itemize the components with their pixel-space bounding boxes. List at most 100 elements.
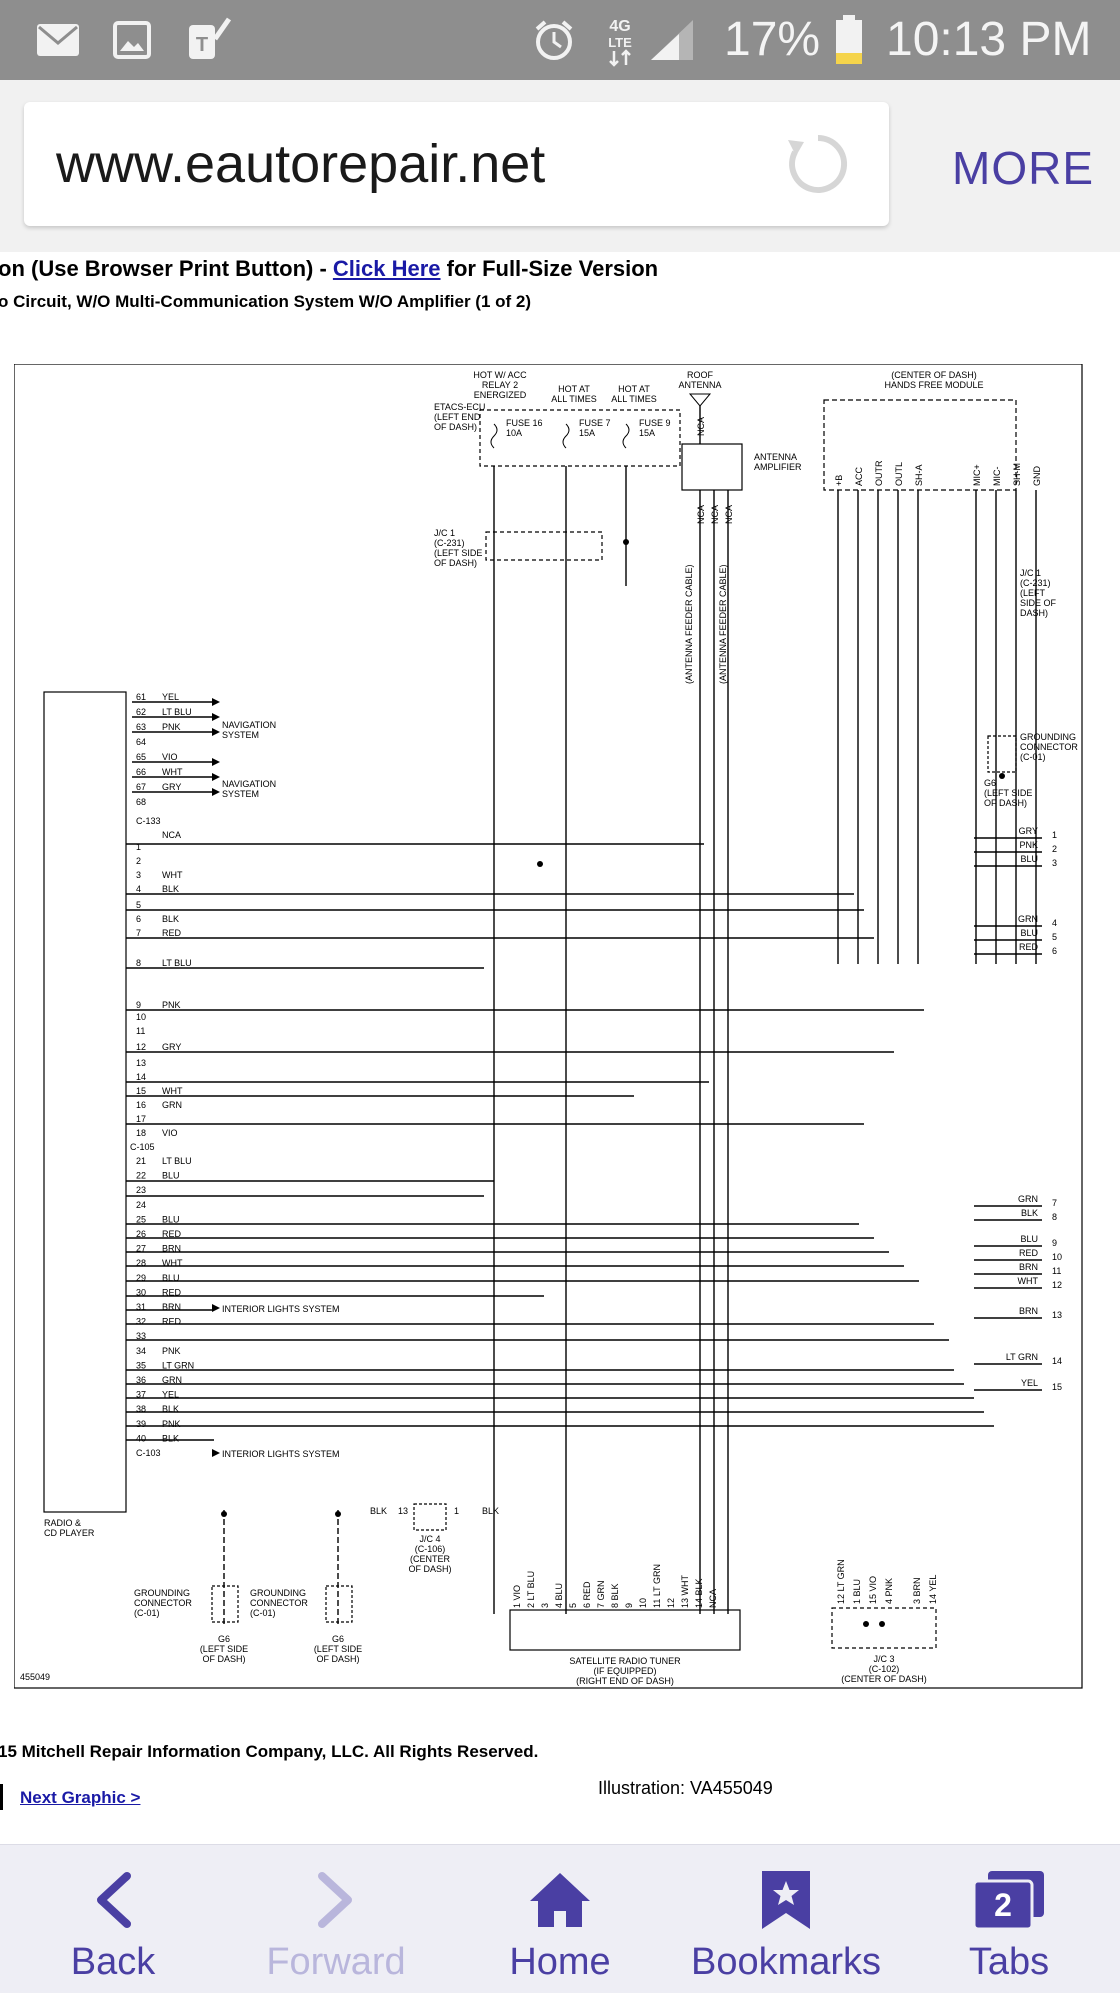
ref-number: 4 <box>1052 918 1057 928</box>
svg-text:LTE: LTE <box>608 35 632 50</box>
pin-number: 67 <box>136 782 146 792</box>
antenna-cable-label: (ANTENNA FEEDER CABLE) <box>718 564 728 684</box>
pin-number: 40 <box>136 1433 146 1443</box>
pin-number: 1 <box>136 842 141 852</box>
nca-label: NCA <box>696 417 706 436</box>
address-bar[interactable]: www.eautorepair.net <box>24 102 889 226</box>
bookmarks-button[interactable]: Bookmarks <box>688 1845 884 1993</box>
connector-c105: C-105 <box>130 1142 155 1152</box>
nca-label: NCA <box>724 505 734 524</box>
radio-label: CD PLAYER <box>44 1528 95 1538</box>
svg-text:4G: 4G <box>609 18 630 35</box>
wire-color: LT BLU <box>162 707 192 717</box>
sat-pin-label: NCA <box>708 1589 718 1608</box>
arrow-head <box>212 788 220 796</box>
bottom-navigation: Back Forward Home Bookmarks 2 Tabs <box>0 1844 1120 1993</box>
grounding-right-label: (C-01) <box>1020 752 1046 762</box>
g6-label: G6 <box>218 1634 230 1644</box>
ground2-label: CONNECTOR <box>250 1598 308 1608</box>
junction-dot <box>999 773 1005 779</box>
ref-color: GRY <box>1019 826 1038 836</box>
next-graphic-link[interactable]: Next Graphic > <box>20 1788 141 1807</box>
title-prefix: on (Use Browser Print Button) - <box>0 256 333 281</box>
wire-color: BLU <box>162 1171 180 1181</box>
radio-cd-player-box <box>43 691 127 1513</box>
ref-color: GRN <box>1018 1194 1038 1204</box>
full-size-link[interactable]: Click Here <box>332 256 441 281</box>
home-button[interactable]: Home <box>500 1845 620 1993</box>
nca-label: NCA <box>162 830 181 840</box>
hfm-pin-label: MIC- <box>992 467 1002 487</box>
ref-color: BRN <box>1019 1262 1038 1272</box>
more-button[interactable]: MORE <box>952 142 1094 194</box>
ref-number: 14 <box>1052 1356 1062 1366</box>
connector-c103: C-103 <box>136 1448 161 1458</box>
svg-text:T: T <box>196 34 208 56</box>
url-text[interactable]: www.eautorepair.net <box>56 134 546 194</box>
fuse9-label: 15A <box>639 428 655 438</box>
pin-number: 25 <box>136 1214 146 1224</box>
tabs-label: Tabs <box>968 1941 1050 1983</box>
back-button[interactable]: Back <box>48 1845 178 1993</box>
grounding-right-box <box>987 735 1017 773</box>
ref-number: 2 <box>1052 844 1057 854</box>
browser-toolbar: www.eautorepair.net MORE <box>0 80 1120 252</box>
ref-color: PNK <box>1019 840 1038 850</box>
g6-right-label: (LEFT SIDE <box>984 788 1032 798</box>
ref-number: 7 <box>1052 1198 1057 1208</box>
wire-color: BLK <box>162 1404 179 1414</box>
arrow-head <box>212 773 220 781</box>
pin-number: 7 <box>136 928 141 938</box>
forward-button[interactable]: Forward <box>256 1845 416 1993</box>
ref-color: LT GRN <box>1006 1352 1038 1362</box>
fuse-box <box>479 409 681 467</box>
page-title: on (Use Browser Print Button) - Click He… <box>0 256 658 282</box>
antenna-cable-label: (ANTENNA FEEDER CABLE) <box>684 564 694 684</box>
junction-dot <box>879 1621 885 1627</box>
ref-number: 13 <box>1052 1310 1062 1320</box>
satellite-tuner-box <box>509 1609 741 1651</box>
wire-color: WHT <box>162 1258 183 1268</box>
ref-number: 3 <box>1052 858 1057 868</box>
pin-number: 16 <box>136 1100 146 1110</box>
sat-pin-label: 4 BLU <box>554 1583 564 1608</box>
signal-icon <box>648 14 696 66</box>
reload-icon[interactable] <box>786 132 850 196</box>
jc1-left-label: J/C 1 <box>434 528 455 538</box>
hot-all-label: HOT AT <box>618 384 650 394</box>
wire-color: GRN <box>162 1375 182 1385</box>
wire-color: BLK <box>162 1433 179 1443</box>
hands-free-module-box <box>823 399 1017 491</box>
wire-color: VIO <box>162 752 178 762</box>
title-suffix: for Full-Size Version <box>440 256 659 281</box>
pin-number: 38 <box>136 1404 146 1414</box>
hfm-pin-label: OUTR <box>874 460 884 486</box>
hands-free-label: HANDS FREE MODULE <box>884 380 983 390</box>
tmobile-icon: T <box>184 14 234 66</box>
pin-number: 21 <box>136 1156 146 1166</box>
pin-number: 33 <box>136 1331 146 1341</box>
jc1-right-label: (C-231) <box>1020 578 1051 588</box>
nav-system-label: SYSTEM <box>222 789 259 799</box>
g6-label: OF DASH) <box>202 1654 245 1664</box>
roof-antenna-label: ROOF <box>687 370 714 380</box>
pin-number: 34 <box>136 1346 146 1356</box>
jc3-pin-label: 1 BLU <box>852 1579 862 1604</box>
wire-color: WHT <box>162 870 183 880</box>
tabs-button[interactable]: 2 Tabs <box>950 1845 1068 1993</box>
page-subtitle: o Circuit, W/O Multi-Communication Syste… <box>0 292 532 311</box>
ground2-label: (C-01) <box>250 1608 276 1618</box>
wire-color: GRN <box>162 1100 182 1110</box>
ground1-label: GROUNDING <box>134 1588 190 1598</box>
jc3-pin-label: 15 VIO <box>868 1576 878 1604</box>
wire-color: BLU <box>162 1273 180 1283</box>
web-page: on (Use Browser Print Button) - Click He… <box>0 252 1120 1844</box>
hfm-pin-label: SH-A <box>914 464 924 486</box>
illustration-id: Illustration: VA455049 <box>598 1778 773 1798</box>
jc3-pin-label: 14 YEL <box>928 1575 938 1604</box>
pin-number: 28 <box>136 1258 146 1268</box>
pin-number: 37 <box>136 1390 146 1400</box>
pin-number: 64 <box>136 737 146 747</box>
pin-number: 30 <box>136 1287 146 1297</box>
